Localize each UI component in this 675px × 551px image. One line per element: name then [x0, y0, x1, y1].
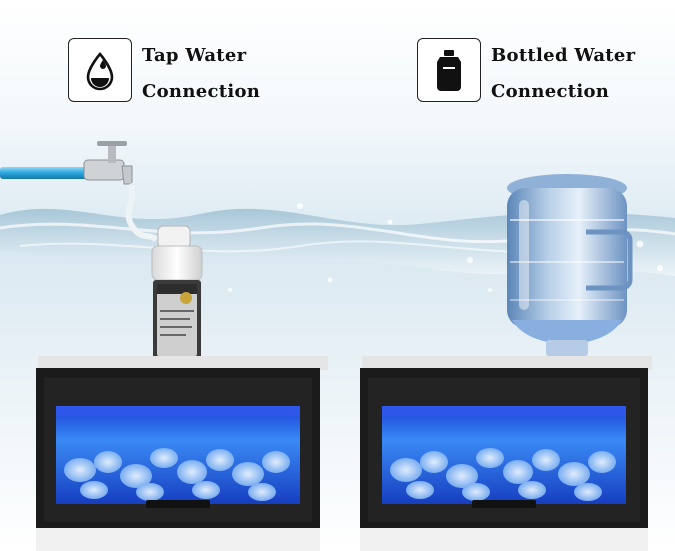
tap-water-line2: Connection	[142, 81, 261, 102]
tap-water-label: Tap Water Connection	[68, 38, 260, 110]
water-filter	[151, 225, 203, 360]
tap-water-line1: Tap Water	[142, 45, 247, 66]
water-jug	[507, 174, 633, 356]
water-drop-icon	[68, 38, 132, 102]
water-bottle-icon	[417, 38, 481, 102]
ice-machine-left	[36, 356, 328, 551]
bottled-water-line2: Connection	[491, 81, 610, 102]
bottled-water-label: Bottled Water Connection	[417, 38, 635, 110]
bottled-water-line1: Bottled Water	[491, 45, 636, 66]
ice-machine-right	[360, 356, 652, 551]
